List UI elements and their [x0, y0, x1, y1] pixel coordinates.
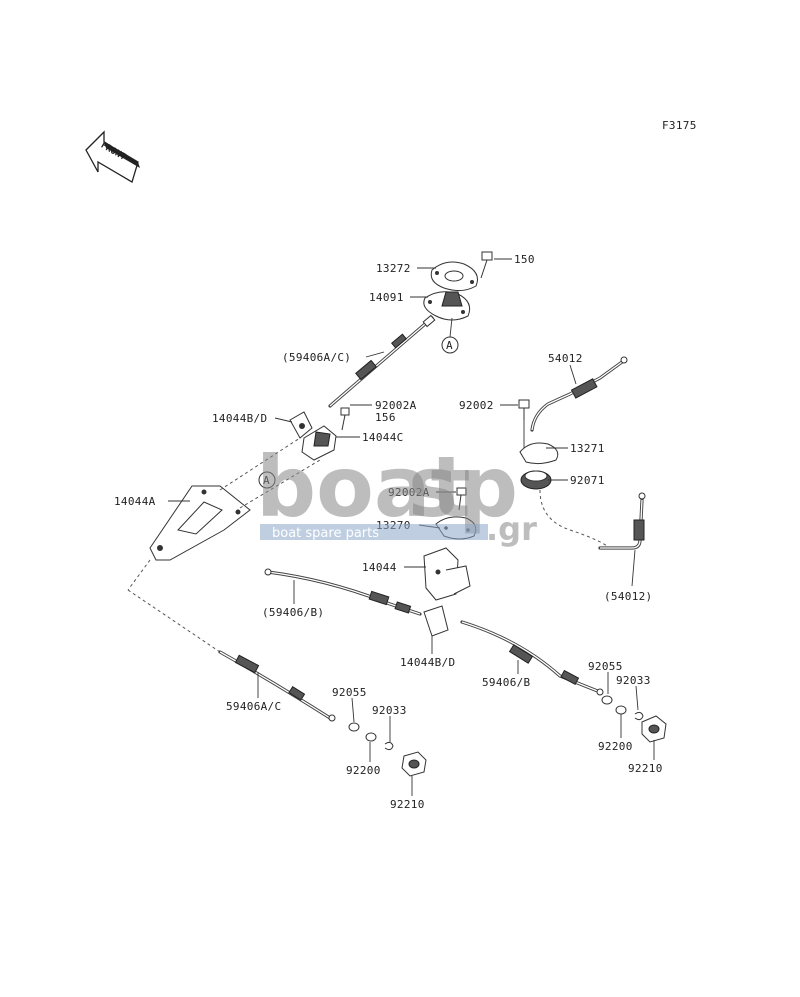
marker-a-mid — [258, 471, 276, 489]
watermark-brand-main: boat — [256, 438, 471, 536]
watermark: boat sp .gr boat spare parts — [256, 438, 537, 548]
bolt-92002 — [518, 399, 530, 420]
bracket-14044a — [149, 485, 251, 561]
callout-92210-right: 92210 — [628, 762, 663, 775]
callout-92033-left: 92033 — [372, 704, 407, 717]
callout-92002: 92002 — [459, 399, 494, 412]
callout-13272: 13272 — [376, 262, 411, 275]
washer-92200-right — [615, 705, 627, 715]
plate-13272 — [430, 261, 478, 292]
watermark-brand-accent: sp — [408, 438, 518, 536]
callout-14044: 14044 — [362, 561, 397, 574]
watermark-tagline-bar — [260, 524, 488, 540]
clamp-14044bd-bottom — [423, 605, 449, 637]
callout-54012: 54012 — [548, 352, 583, 365]
callout-156: 156 — [375, 411, 396, 424]
figure-code: F3175 — [662, 119, 697, 132]
bolt-92002a-top — [340, 407, 350, 431]
callout-13271: 13271 — [570, 442, 605, 455]
bolt-150 — [480, 251, 493, 279]
seal-14091 — [423, 291, 471, 321]
watermark-domain: .gr — [486, 510, 537, 548]
boot-92071 — [520, 470, 552, 490]
marker-a-top-label: A — [446, 339, 453, 352]
bracket-14044 — [423, 547, 471, 601]
callout-59406ac-top: (59406A/C) — [282, 351, 351, 364]
callout-59406ac-bottom: 59406A/C — [226, 700, 281, 713]
front-arrow-icon: FRONT — [85, 130, 140, 183]
callout-92055-left: 92055 — [332, 686, 367, 699]
callout-14044bd-bottom: 14044B/D — [400, 656, 455, 669]
cable-54012-lower — [598, 492, 646, 550]
washer-92200-left — [365, 732, 377, 742]
cable-59406ac-lower — [218, 650, 336, 722]
clamp-14044bd-top — [289, 411, 313, 439]
callout-92200-left: 92200 — [346, 764, 381, 777]
plate-13271 — [519, 442, 559, 465]
callout-14044bd-top: 14044B/D — [212, 412, 267, 425]
nut-92210-right — [641, 715, 667, 743]
watermark-tagline: boat spare parts — [272, 526, 379, 541]
washer-92055-left — [348, 722, 360, 732]
callout-92002a-top: 92002A — [375, 399, 417, 412]
callout-92210-left: 92210 — [390, 798, 425, 811]
cable-54012 — [530, 356, 628, 432]
callout-150: 150 — [514, 253, 535, 266]
nut-92210-left — [401, 751, 427, 777]
bolt-92002a-mid — [456, 487, 467, 511]
callout-92033-right: 92033 — [616, 674, 651, 687]
callout-14044a: 14044A — [114, 495, 156, 508]
callout-92200-right: 92200 — [598, 740, 633, 753]
callout-92071: 92071 — [570, 474, 605, 487]
callout-59406b: 59406/B — [482, 676, 531, 689]
callout-14044c: 14044C — [362, 431, 404, 444]
callout-14091: 14091 — [369, 291, 404, 304]
cable-59406b — [264, 568, 604, 696]
cable-59406ac-upper — [328, 314, 436, 408]
marker-a-mid-label: A — [263, 474, 270, 487]
lockwasher-92033-left — [384, 741, 394, 751]
callout-59406b-paren: (59406/B) — [262, 606, 324, 619]
bracket-14044c — [301, 425, 337, 461]
callout-92002a-mid: 92002A — [388, 486, 430, 499]
callout-54012-paren: (54012) — [604, 590, 652, 603]
washer-92055-right — [601, 695, 613, 705]
lockwasher-92033-right — [634, 711, 644, 721]
callout-92055-right: 92055 — [588, 660, 623, 673]
